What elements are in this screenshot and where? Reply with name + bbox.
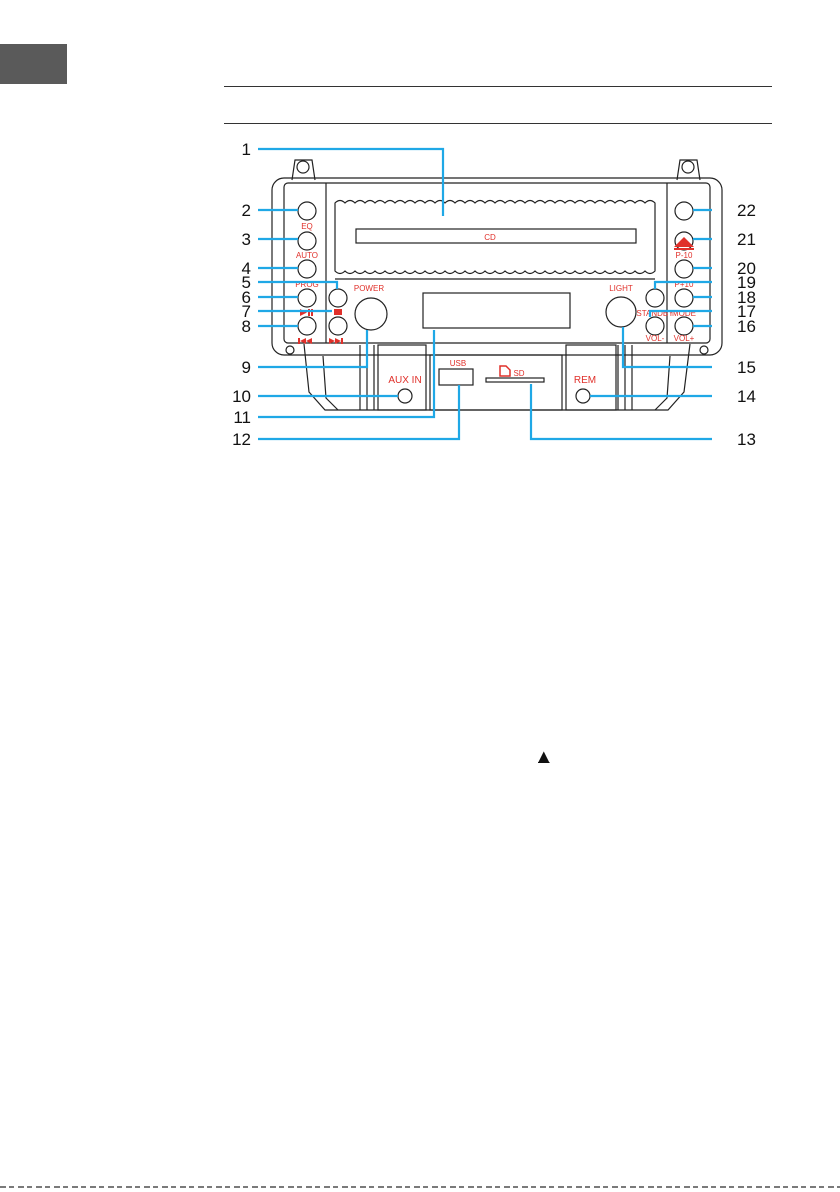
callout-2: 2 <box>242 201 251 220</box>
light-label: LIGHT <box>609 284 633 293</box>
button-2 <box>298 202 316 220</box>
stop-button <box>329 289 347 307</box>
rem-label: REM <box>574 375 596 386</box>
callout-12: 12 <box>232 430 251 449</box>
eject-icon: ▲ <box>538 749 550 764</box>
power-label: POWER <box>354 284 384 293</box>
callout-15: 15 <box>737 358 756 377</box>
button-19 <box>646 289 664 307</box>
aux-in-label: AUX IN <box>388 375 421 386</box>
callout-21: 21 <box>737 230 756 249</box>
sd-card-icon <box>500 366 510 376</box>
mode-vol-plus-button <box>675 317 693 335</box>
page-bottom-strip <box>0 1186 840 1188</box>
eq-button <box>298 232 316 250</box>
callout-1: 1 <box>242 140 251 159</box>
rem-sensor <box>576 389 590 403</box>
callout-8: 8 <box>242 317 251 336</box>
power-knob <box>355 298 387 330</box>
prog-button <box>298 289 316 307</box>
mount-hole-right <box>682 161 694 173</box>
auto-button <box>298 260 316 278</box>
skip-button <box>329 317 347 335</box>
p-10-label: P-10 <box>676 251 693 260</box>
callout-3: 3 <box>242 230 251 249</box>
stop-icon <box>334 309 342 315</box>
callout-11: 11 <box>233 408 251 427</box>
callout-20: 20 <box>737 259 756 278</box>
light-knob <box>606 297 636 327</box>
vol-minus-label: VOL- <box>646 334 665 343</box>
vol-plus-label: VOL+ <box>674 334 695 343</box>
button-22 <box>675 202 693 220</box>
lcd-display <box>423 293 570 328</box>
eject-icon-red <box>674 237 694 247</box>
p-plus-10-button <box>675 289 693 307</box>
callout-22: 22 <box>737 201 756 220</box>
mount-hole-left <box>297 161 309 173</box>
callout-10: 10 <box>232 387 251 406</box>
auto-label: AUTO <box>296 251 318 260</box>
p-10-button <box>675 260 693 278</box>
callout-13: 13 <box>737 430 756 449</box>
play-pause-button <box>298 317 316 335</box>
sd-slot <box>486 378 544 382</box>
sd-label: SD <box>513 369 524 378</box>
cd-label: CD <box>484 233 496 242</box>
usb-label: USB <box>450 359 466 368</box>
cd-slot <box>356 229 636 243</box>
standby-vol-minus-button <box>646 317 664 335</box>
aux-in-jack <box>398 389 412 403</box>
eq-label: EQ <box>301 222 313 231</box>
callout-9: 9 <box>242 358 251 377</box>
usb-port <box>439 369 473 385</box>
callout-14: 14 <box>737 387 756 406</box>
